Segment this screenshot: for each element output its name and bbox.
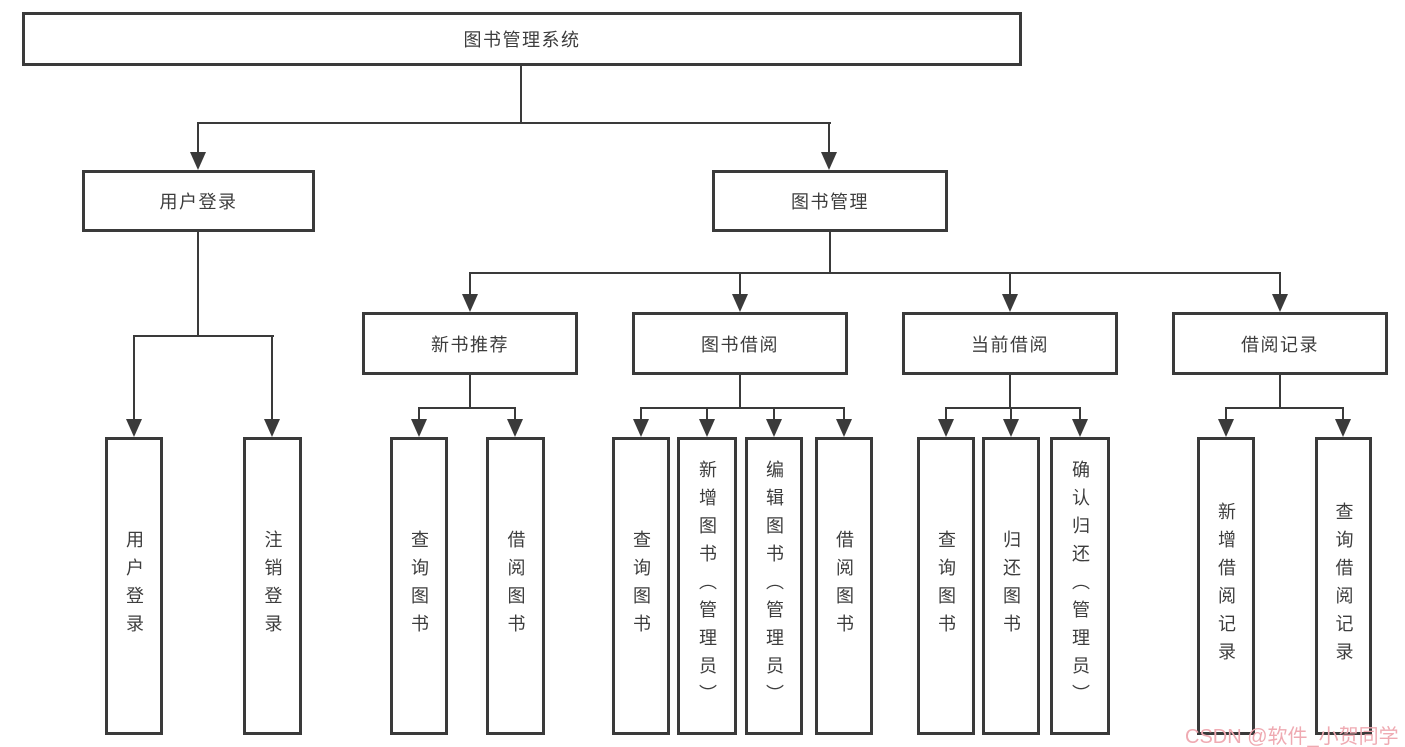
leaf-query-book-3-label: 查询图书 <box>936 530 956 642</box>
arrow-down-icon <box>411 419 427 437</box>
edge-currentborrow-stem <box>1009 375 1011 407</box>
leaf-query-record-label: 查询借阅记录 <box>1333 502 1354 670</box>
arrow-down-icon <box>507 419 523 437</box>
edge-bookmgmt-drop1 <box>469 272 471 294</box>
edge-bookmgmt-drop4 <box>1279 272 1281 294</box>
leaf-query-book-1: 查询图书 <box>390 437 448 735</box>
edge-bookborrow-rail <box>640 407 845 409</box>
arrow-down-icon <box>633 419 649 437</box>
arrow-down-icon <box>938 419 954 437</box>
node-book-mgmt: 图书管理 <box>712 170 948 232</box>
leaf-user-login-label: 用户登录 <box>124 530 144 642</box>
arrow-down-icon <box>190 152 206 170</box>
node-current-borrow: 当前借阅 <box>902 312 1118 375</box>
edge-currentborrow-drop3 <box>1079 407 1081 419</box>
edge-records-stem <box>1279 375 1281 407</box>
edge-root-drop-right <box>828 122 830 154</box>
edge-bookmgmt-rail <box>469 272 1281 274</box>
edge-records-drop1 <box>1225 407 1227 419</box>
leaf-borrow-book-1-label: 借阅图书 <box>505 530 526 642</box>
edge-currentborrow-drop2 <box>1010 407 1012 419</box>
arrow-down-icon <box>1218 419 1234 437</box>
node-user-login-label: 用户登录 <box>159 192 238 212</box>
edge-bookborrow-drop4 <box>843 407 845 419</box>
node-user-login: 用户登录 <box>82 170 315 232</box>
edge-records-rail <box>1225 407 1344 409</box>
edge-newbook-drop1 <box>418 407 420 419</box>
leaf-edit-book-label: 编辑图书（管理员） <box>764 460 784 712</box>
edge-newbook-stem <box>469 375 471 407</box>
arrow-down-icon <box>462 294 478 312</box>
leaf-query-book-2: 查询图书 <box>612 437 670 735</box>
edge-records-drop2 <box>1342 407 1344 419</box>
leaf-user-login: 用户登录 <box>105 437 163 735</box>
leaf-edit-book: 编辑图书（管理员） <box>745 437 803 735</box>
edge-bookmgmt-drop2 <box>739 272 741 294</box>
node-new-book-rec: 新书推荐 <box>362 312 578 375</box>
edge-root-rail <box>197 122 831 124</box>
node-current-borrow-label: 当前借阅 <box>971 334 1049 355</box>
node-root-label: 图书管理系统 <box>463 30 581 50</box>
edge-root-drop-left <box>197 122 199 154</box>
edge-bookborrow-stem <box>739 375 741 407</box>
arrow-down-icon <box>836 419 852 437</box>
arrow-down-icon <box>264 419 280 437</box>
edge-bookmgmt-drop3 <box>1009 272 1011 294</box>
edge-currentborrow-rail <box>945 407 1081 409</box>
arrow-down-icon <box>1272 294 1288 312</box>
arrow-down-icon <box>1072 419 1088 437</box>
leaf-return-book-label: 归还图书 <box>1001 530 1021 642</box>
leaf-borrow-book-2: 借阅图书 <box>815 437 873 735</box>
leaf-confirm-return: 确认归还（管理员） <box>1050 437 1110 735</box>
leaf-add-record-label: 新增借阅记录 <box>1216 502 1236 670</box>
edge-userlogin-rail <box>133 335 274 337</box>
node-new-book-rec-label: 新书推荐 <box>431 334 509 355</box>
leaf-borrow-book-2-label: 借阅图书 <box>834 530 854 642</box>
edge-userlogin-drop2 <box>271 335 273 419</box>
leaf-add-record: 新增借阅记录 <box>1197 437 1255 735</box>
leaf-query-book-2-label: 查询图书 <box>631 530 651 642</box>
node-book-borrow: 图书借阅 <box>632 312 848 375</box>
arrow-down-icon <box>1003 419 1019 437</box>
leaf-add-book: 新增图书（管理员） <box>677 437 737 735</box>
leaf-add-book-label: 新增图书（管理员） <box>697 460 717 712</box>
leaf-borrow-book-1: 借阅图书 <box>486 437 545 735</box>
edge-root-stem <box>520 66 522 122</box>
leaf-confirm-return-label: 确认归还（管理员） <box>1070 460 1090 712</box>
edge-currentborrow-drop1 <box>945 407 947 419</box>
leaf-logout-label: 注销登录 <box>262 530 283 642</box>
leaf-query-book-1-label: 查询图书 <box>409 530 429 642</box>
edge-userlogin-stem <box>197 232 199 335</box>
edge-bookborrow-drop1 <box>640 407 642 419</box>
leaf-query-book-3: 查询图书 <box>917 437 975 735</box>
edge-bookborrow-drop3 <box>773 407 775 419</box>
arrow-down-icon <box>732 294 748 312</box>
edge-bookmgmt-stem <box>829 232 831 272</box>
csdn-watermark: CSDN @软件_小贺同学 <box>1185 726 1399 747</box>
edge-newbook-drop2 <box>514 407 516 419</box>
arrow-down-icon <box>1002 294 1018 312</box>
arrow-down-icon <box>126 419 142 437</box>
leaf-logout: 注销登录 <box>243 437 302 735</box>
edge-newbook-rail <box>418 407 516 409</box>
edge-bookborrow-drop2 <box>706 407 708 419</box>
arrow-down-icon <box>766 419 782 437</box>
arrow-down-icon <box>1335 419 1351 437</box>
arrow-down-icon <box>699 419 715 437</box>
edge-userlogin-drop1 <box>133 335 135 419</box>
node-borrow-records-label: 借阅记录 <box>1241 334 1319 355</box>
arrow-down-icon <box>821 152 837 170</box>
node-book-mgmt-label: 图书管理 <box>791 192 869 212</box>
node-root: 图书管理系统 <box>22 12 1022 66</box>
node-borrow-records: 借阅记录 <box>1172 312 1388 375</box>
leaf-query-record: 查询借阅记录 <box>1315 437 1372 735</box>
leaf-return-book: 归还图书 <box>982 437 1040 735</box>
node-book-borrow-label: 图书借阅 <box>701 334 779 355</box>
